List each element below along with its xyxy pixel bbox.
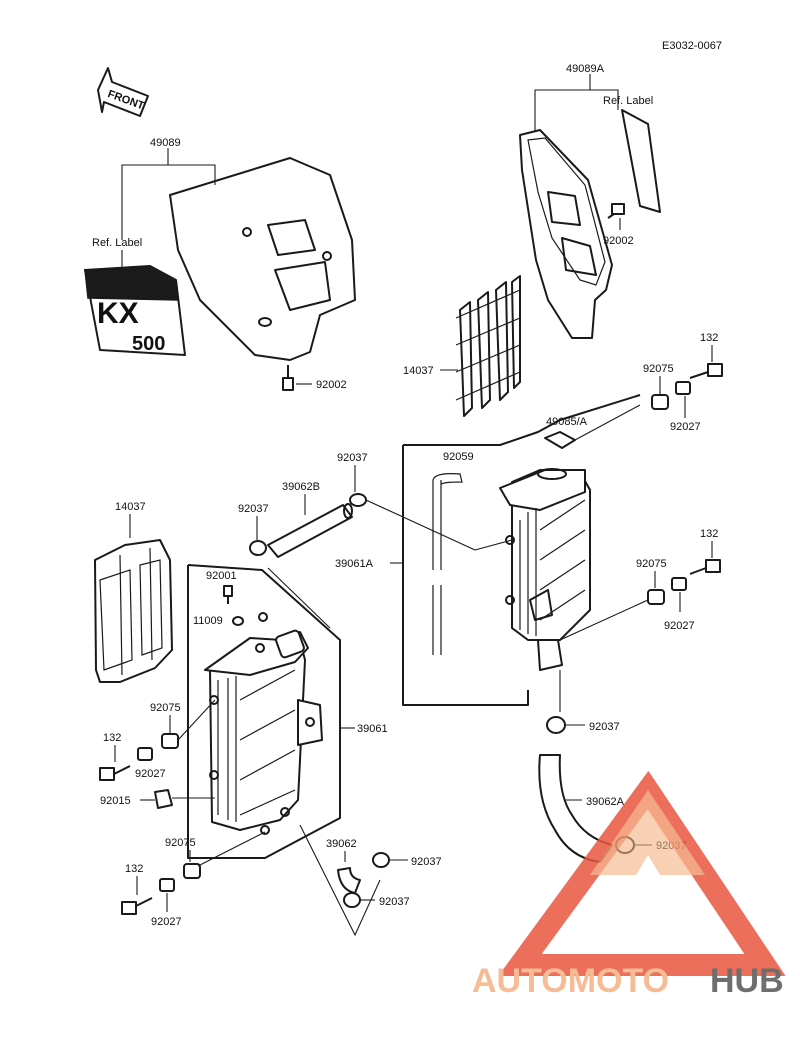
label-92002-right: 92002 bbox=[603, 235, 634, 247]
collar-92027-ml-icon bbox=[137, 747, 153, 761]
radiator-left bbox=[204, 612, 323, 835]
label-132-bl: 132 bbox=[125, 863, 143, 875]
label-39062B: 39062B bbox=[282, 481, 320, 493]
label-92015: 92015 bbox=[100, 795, 131, 807]
label-49089A: 49089A bbox=[566, 63, 605, 75]
radiator-right bbox=[499, 468, 591, 671]
bolt-132-ml-icon bbox=[99, 765, 131, 781]
washer-11009-icon bbox=[232, 616, 244, 626]
label-92037-b2: 92037 bbox=[379, 896, 410, 908]
label-92075-bl: 92075 bbox=[165, 837, 196, 849]
label-92027-bl: 92027 bbox=[151, 916, 182, 928]
bolt-132-bl-icon bbox=[121, 897, 153, 915]
cover-model-text: KX bbox=[97, 297, 139, 330]
radiator-grille-14037-left bbox=[94, 539, 173, 683]
label-39062A: 39062A bbox=[586, 796, 625, 808]
bolt-92002-right-icon bbox=[607, 203, 625, 219]
label-92075-tr: 92075 bbox=[643, 363, 674, 375]
grommet-92075-mr-icon bbox=[647, 589, 665, 605]
label-92075-ml: 92075 bbox=[150, 702, 181, 714]
doc-code: E3032-0067 bbox=[662, 40, 722, 52]
label-14037-top: 14037 bbox=[403, 365, 434, 377]
label-39061A: 39061A bbox=[335, 558, 374, 570]
left-shroud-49089 bbox=[169, 157, 356, 361]
cover-size-text: 500 bbox=[132, 333, 165, 355]
clip-92015-icon bbox=[154, 789, 173, 809]
label-92027-ml: 92027 bbox=[135, 768, 166, 780]
bolt-92002-left-icon bbox=[282, 365, 294, 391]
bolt-132-mr-icon bbox=[689, 559, 721, 575]
grommet-92075-tr-icon bbox=[651, 394, 669, 410]
ref-label-right: Ref. Label bbox=[603, 95, 653, 107]
label-92027-mr: 92027 bbox=[664, 620, 695, 632]
ref-label-left: Ref. Label bbox=[92, 237, 142, 249]
collar-92027-bl-icon bbox=[159, 878, 175, 892]
clamp-92037-rh-icon bbox=[546, 716, 566, 734]
label-49089: 49089 bbox=[150, 137, 181, 149]
ref-label-right-sticker bbox=[621, 109, 661, 213]
label-92059: 92059 bbox=[443, 451, 474, 463]
label-92027-tr: 92027 bbox=[670, 421, 701, 433]
clamp-92037-b1-icon bbox=[372, 852, 390, 868]
radiator-grille-14037-top bbox=[455, 275, 521, 417]
label-14037-left: 14037 bbox=[115, 501, 146, 513]
right-shroud-49089A bbox=[519, 129, 613, 339]
label-92037-mid: 92037 bbox=[238, 503, 269, 515]
label-132-tr: 132 bbox=[700, 332, 718, 344]
ref-label-kx500: KX 500 bbox=[84, 265, 186, 356]
label-132-ml: 132 bbox=[103, 732, 121, 744]
label-92001: 92001 bbox=[206, 570, 237, 582]
collar-92027-mr-icon bbox=[671, 577, 687, 591]
hose-39062 bbox=[337, 867, 361, 894]
collar-92027-tr-icon bbox=[675, 381, 691, 395]
bolt-132-tr-icon bbox=[689, 363, 723, 379]
automotohub-logo: AUTOMOTO HUB bbox=[472, 770, 786, 1000]
label-92075-mr: 92075 bbox=[636, 558, 667, 570]
logo-text-hub: HUB bbox=[710, 962, 784, 1000]
label-92037-rh: 92037 bbox=[589, 721, 620, 733]
label-132-mr: 132 bbox=[700, 528, 718, 540]
front-arrow-icon: FRONT bbox=[97, 67, 149, 117]
clamp-92037-mid-icon bbox=[249, 540, 267, 556]
label-92037-b1: 92037 bbox=[411, 856, 442, 868]
clamp-92037-top-icon bbox=[349, 493, 367, 507]
logo-text-automoto: AUTOMOTO bbox=[472, 962, 669, 1000]
grommet-92075-ml-icon bbox=[161, 733, 179, 749]
bracket-49085A bbox=[544, 431, 576, 449]
label-92037-top: 92037 bbox=[337, 452, 368, 464]
grommet-92075-bl-icon bbox=[183, 863, 201, 879]
label-39062: 39062 bbox=[326, 838, 357, 850]
label-39061: 39061 bbox=[357, 723, 388, 735]
tube-92059 bbox=[432, 473, 463, 655]
label-92002-left: 92002 bbox=[316, 379, 347, 391]
clamp-92037-b2-icon bbox=[343, 892, 361, 908]
screw-92001-icon bbox=[223, 585, 233, 604]
label-11009: 11009 bbox=[193, 615, 223, 627]
label-49085A: 49085/A bbox=[546, 416, 588, 428]
hose-39062B bbox=[267, 503, 353, 558]
